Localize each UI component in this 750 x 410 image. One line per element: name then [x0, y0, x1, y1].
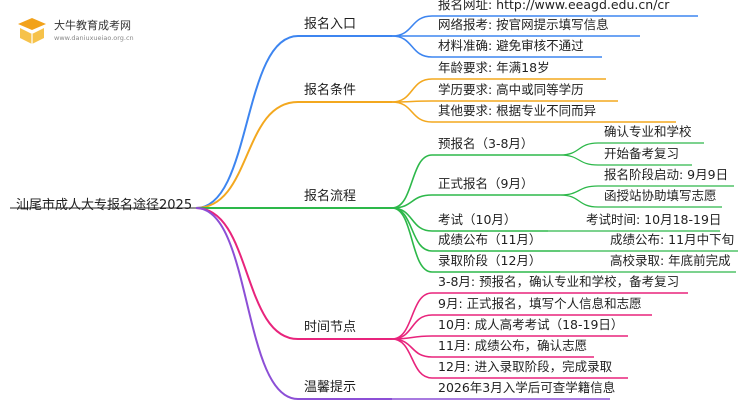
detail-label: 考试时间: 10月18-19日: [586, 212, 722, 227]
detail-label: 开始备考复习: [604, 146, 680, 161]
subtopic-label: 学历要求: 高中或同等学历: [438, 82, 584, 97]
subtopic-connector: [391, 154, 433, 209]
detail-label: 确认专业和学校: [604, 124, 692, 139]
logo-url: www.daniuxueiao.org.cn: [54, 34, 134, 42]
subtopic-connector: [391, 101, 433, 123]
subtopic-label: 10月: 成人高考考试（18-19日）: [438, 317, 624, 332]
branch-4-label: 时间节点: [304, 320, 357, 335]
detail-connector: [559, 154, 599, 166]
subtopic-label: 正式报名（9月）: [438, 176, 534, 191]
detail-connector: [559, 194, 599, 208]
subtopic-label: 考试（10月）: [438, 212, 517, 227]
branch-connector: [195, 207, 299, 340]
subtopic-label: 11月: 成绩公布，确认志愿: [438, 338, 588, 353]
branch-1-label: 报名入口: [304, 17, 357, 32]
subtopic-label: 成绩公布（11月）: [438, 232, 542, 247]
detail-connector: [559, 142, 599, 156]
subtopic-label: 预报名（3-8月）: [438, 136, 534, 151]
detail-label: 函授站协助填写志愿: [604, 188, 717, 203]
subtopic-connector: [391, 207, 433, 273]
subtopic-label: 年龄要求: 年满18岁: [438, 60, 550, 75]
root-topic: 汕尾市成人大专报名途径2025: [16, 198, 193, 213]
detail-label: 成绩公布: 11月中下旬: [610, 232, 735, 247]
subtopic-connector: [391, 35, 433, 58]
subtopic-label: 3-8月: 预报名，确认专业和学校，备考复习: [438, 274, 680, 289]
detail-connector: [559, 185, 599, 196]
branch-connector: [195, 101, 299, 209]
subtopic-label: 2026年3月入学后可查学籍信息: [438, 380, 616, 395]
subtopic-connector: [391, 15, 433, 37]
subtopic-label: 其他要求: 根据专业不同而异: [438, 103, 597, 118]
logo-title: 大牛教育成考网: [54, 19, 131, 32]
subtopic-connector: [391, 78, 433, 103]
book-logo-icon: [18, 18, 46, 44]
subtopic-label: 9月: 正式报名，填写个人信息和志愿: [438, 296, 642, 311]
branch-connector: [195, 207, 299, 400]
subtopic-label: 录取阶段（12月）: [438, 253, 542, 268]
subtopic-connector: [391, 338, 433, 379]
detail-label: 报名阶段启动: 9月9日: [604, 167, 729, 182]
branch-connector: [195, 35, 299, 209]
branch-5-label: 温馨提示: [304, 380, 357, 395]
subtopic-label: 12月: 进入录取阶段，完成录取: [438, 359, 613, 374]
subtopic-label: 报名网址: http://www.eeagd.edu.cn/cr: [438, 0, 670, 12]
detail-label: 高校录取: 年底前完成: [610, 253, 731, 268]
subtopic-connector: [391, 338, 433, 358]
branch-2-label: 报名条件: [304, 83, 357, 98]
subtopic-label: 网络报考: 按官网提示填写信息: [438, 17, 609, 32]
site-logo: 大牛教育成考网 www.daniuxueiao.org.cn: [14, 14, 134, 48]
branch-3-label: 报名流程: [304, 189, 357, 204]
subtopic-label: 材料准确: 避免审核不通过: [438, 38, 584, 53]
